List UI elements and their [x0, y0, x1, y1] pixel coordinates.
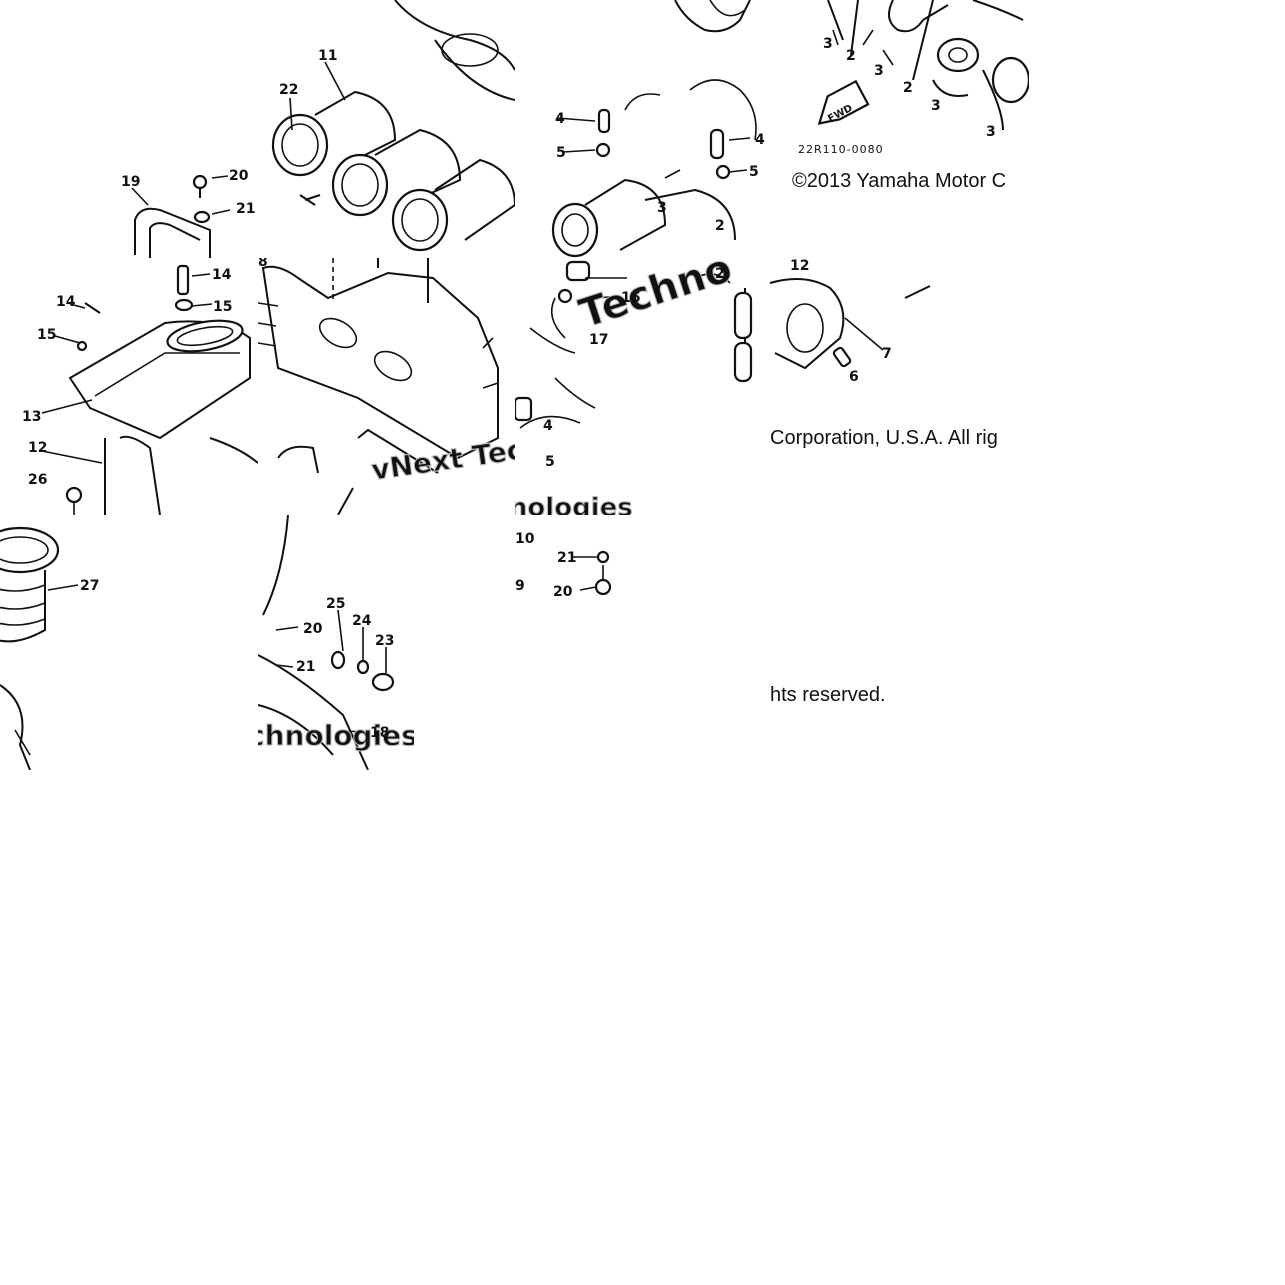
callout-18: 18 — [370, 725, 389, 741]
callout-6: 6 — [849, 369, 859, 385]
callout-24: 24 — [352, 613, 372, 629]
svg-text:Techno: Techno — [574, 258, 738, 338]
callout-23: 23 — [375, 633, 394, 649]
diagram-tile-mid-left: 14 15 14 15 13 12 26 — [0, 258, 258, 515]
callout-12: 12 — [28, 440, 47, 456]
callout-2c: 2 — [715, 266, 725, 282]
callout-17: 17 — [589, 332, 608, 348]
callout-2-b: 2 — [903, 80, 913, 96]
callout-2-a: 2 — [846, 48, 856, 64]
drawing-code: 22R110-0080 — [798, 143, 884, 156]
callout-3-a: 3 — [823, 36, 833, 52]
callout-8: 8 — [258, 258, 268, 270]
callout-20b: 20 — [303, 621, 323, 637]
callout-21b: 21 — [296, 659, 315, 675]
diagram-tile-mid-right-b: 7 6 2 12 — [715, 258, 1029, 388]
callout-26: 26 — [28, 472, 47, 488]
callout-4: 4 — [555, 111, 565, 127]
callout-9: 9 — [515, 578, 525, 594]
callout-16: 16 — [621, 290, 640, 306]
callout-13: 13 — [22, 409, 41, 425]
diagram-tile-bottom-left: 27 — [0, 515, 258, 770]
callout-22: 22 — [279, 82, 298, 98]
callout-3-b: 3 — [874, 63, 884, 79]
callout-25: 25 — [326, 596, 345, 612]
callout-11: 11 — [318, 48, 337, 64]
copyright-line-3: hts reserved. — [770, 684, 886, 706]
callout-10: 10 — [515, 531, 535, 547]
callout-5b: 5 — [749, 164, 759, 180]
callout-19: 19 — [121, 174, 140, 190]
callout-3-c: 3 — [931, 98, 941, 114]
callout-2: 2 — [715, 218, 725, 234]
svg-text:chnologies: chnologies — [258, 719, 414, 752]
callout-7: 7 — [882, 346, 892, 362]
callout-4b: 4 — [755, 132, 765, 148]
copyright-line-2: Corporation, U.S.A. All rig — [770, 427, 998, 449]
callout-15b: 15 — [37, 327, 56, 343]
callout-5: 5 — [556, 145, 566, 161]
callout-14b: 14 — [56, 294, 76, 310]
callout-21c: 21 — [557, 550, 576, 566]
copyright-line-1: ©2013 Yamaha Motor C — [792, 170, 1007, 192]
svg-text:vNext Technologies: vNext Technologies — [369, 412, 515, 487]
callout-3-d: 3 — [986, 124, 996, 140]
callout-4c: 4 — [543, 418, 553, 434]
fwd-arrow-badge: FWD — [817, 79, 870, 125]
callout-27: 27 — [80, 578, 99, 594]
callout-12b: 12 — [790, 258, 809, 274]
diagram-tile-top-middle: 4 5 4 5 3 2 — [515, 0, 773, 258]
diagram-tile-bottom-center: 10 9 21 20 — [515, 515, 645, 605]
diagram-tile-bottom-middle: chnologies 25 24 23 20 21 18 — [258, 515, 414, 770]
callout-5c: 5 — [545, 454, 555, 470]
diagram-tile-mid-center: vNext Technologies 8 — [258, 258, 515, 515]
svg-text:chnologies: chnologies — [515, 493, 633, 515]
callout-21: 21 — [236, 201, 255, 217]
callout-3: 3 — [657, 200, 667, 216]
carb-joint-row — [271, 90, 515, 252]
callout-20: 20 — [229, 168, 249, 184]
diagram-tile-mid-right-a: Techno 16 17 4 5 chnologies — [515, 258, 773, 515]
diagram-tile-top-left: 22 11 19 20 21 — [0, 0, 515, 258]
callout-14: 14 — [212, 267, 232, 283]
diagram-tile-top-right: FWD 3 2 3 2 3 3 22R110-0080 ©2013 Yamaha… — [773, 0, 1029, 258]
callout-20c: 20 — [553, 584, 573, 600]
callout-15: 15 — [213, 299, 232, 315]
